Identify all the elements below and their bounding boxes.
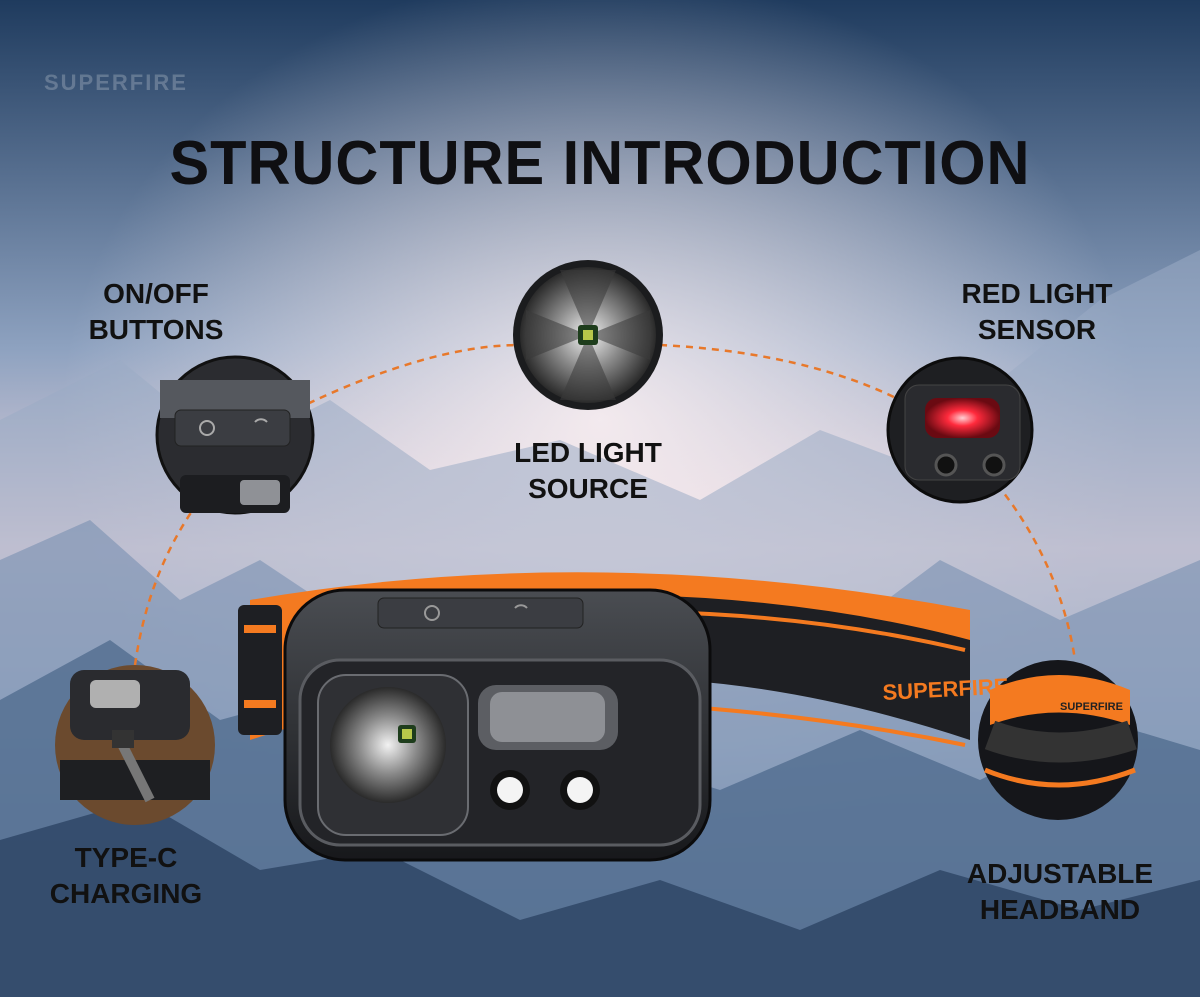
label-adjustable-headband: ADJUSTABLE HEADBAND <box>966 858 1154 925</box>
headband-detail-circle: SUPERFIRE <box>978 660 1138 820</box>
label-type-c-charging: TYPE-C CHARGING <box>49 842 203 909</box>
brand-watermark: SUPERFIRE <box>44 70 188 95</box>
type-c-detail-circle <box>55 665 215 825</box>
svg-text:SUPERFIRE: SUPERFIRE <box>1060 701 1123 713</box>
label-led-light-source: LED LIGHT SOURCE <box>514 437 662 504</box>
connector-arc <box>133 343 1077 666</box>
label-red-light-sensor: RED LIGHT SENSOR <box>961 278 1113 345</box>
led-detail-circle <box>513 260 663 410</box>
buttons-detail-circle <box>155 355 315 515</box>
red-sensor-detail-circle <box>886 356 1034 504</box>
headlamp-body <box>283 588 712 862</box>
label-on-off-buttons: ON/OFF BUTTONS <box>88 278 224 345</box>
page-title: STRUCTURE INTRODUCTION <box>169 129 1031 198</box>
